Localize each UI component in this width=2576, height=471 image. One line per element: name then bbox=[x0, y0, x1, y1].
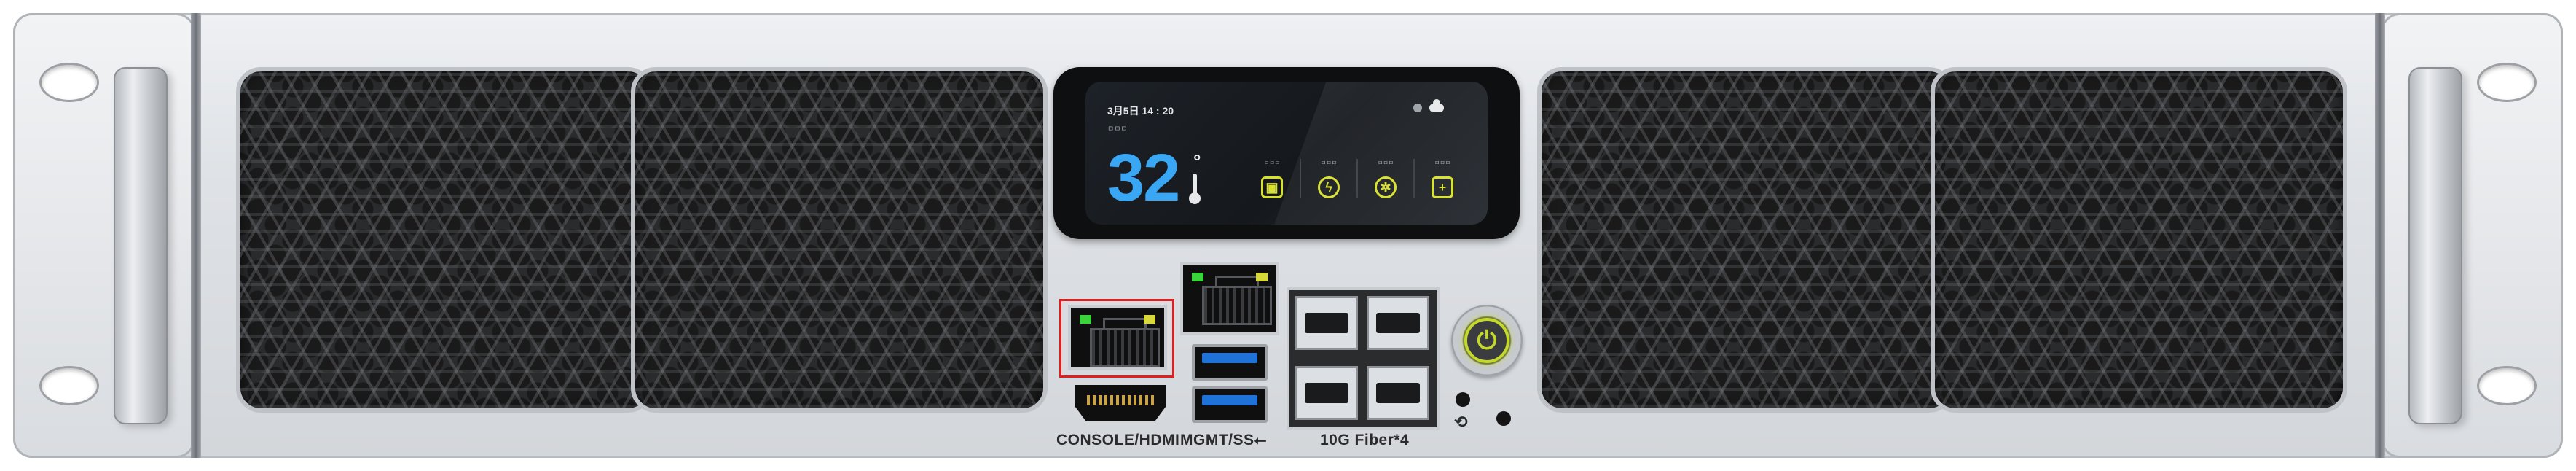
lcd-item-storage[interactable]: ㅁㅁㅁ ▣ bbox=[1244, 159, 1300, 198]
lcd-item-label: ㅁㅁㅁ bbox=[1434, 160, 1451, 166]
fan-grille-3 bbox=[1537, 67, 1954, 413]
mounting-hole-bottom-left bbox=[39, 366, 99, 405]
lcd-status-icons bbox=[1413, 99, 1444, 112]
mgmt-rj45-port[interactable] bbox=[1180, 262, 1279, 335]
mounting-hole-bottom-right bbox=[2477, 366, 2537, 405]
cloud-icon bbox=[1429, 99, 1444, 112]
usb-port-2[interactable] bbox=[1192, 386, 1268, 423]
handle-left[interactable] bbox=[114, 67, 168, 424]
status-pinhole bbox=[1496, 411, 1511, 426]
lcd-screen[interactable]: 3月5日 14 : 20 ㅁㅁㅁ 32 ° ㅁㅁㅁ ▣ ㅁㅁㅁ ϟ ㅁㅁㅁ ✲ bbox=[1085, 82, 1488, 225]
link-led-green bbox=[1080, 315, 1091, 324]
sfp-port-2[interactable] bbox=[1367, 296, 1429, 350]
rj45-contacts bbox=[1202, 286, 1272, 325]
bolt-icon: ϟ bbox=[1318, 176, 1340, 198]
lcd-item-health[interactable]: ㅁㅁㅁ + bbox=[1413, 159, 1470, 198]
rack-ear-seam-left bbox=[191, 13, 201, 458]
activity-led-yellow bbox=[1144, 315, 1155, 324]
lcd-item-fan[interactable]: ㅁㅁㅁ ✲ bbox=[1356, 159, 1413, 198]
fan-icon: ✲ bbox=[1375, 176, 1397, 198]
rack-ear-seam-right bbox=[2375, 13, 2385, 458]
console-rj45-port[interactable] bbox=[1068, 305, 1167, 370]
usb-symbol-icon: ⭠ bbox=[1254, 432, 1267, 448]
lcd-subtitle: ㅁㅁㅁ bbox=[1107, 125, 1128, 133]
console-hdmi-label: CONSOLE/HDMI bbox=[1056, 432, 1180, 448]
thermometer-icon bbox=[1189, 174, 1201, 204]
lcd-time: 3月5日 14 : 20 bbox=[1107, 105, 1174, 117]
lcd-bezel: 3月5日 14 : 20 ㅁㅁㅁ 32 ° ㅁㅁㅁ ▣ ㅁㅁㅁ ϟ ㅁㅁㅁ ✲ bbox=[1053, 67, 1520, 239]
highlight-box bbox=[1059, 299, 1174, 378]
fan-grille-2 bbox=[631, 67, 1048, 413]
settings-dot-icon bbox=[1413, 104, 1422, 112]
health-icon: + bbox=[1432, 176, 1453, 198]
fan-grille-1 bbox=[236, 67, 653, 413]
power-button[interactable]: ⏻ bbox=[1451, 305, 1523, 376]
lcd-item-label: ㅁㅁㅁ bbox=[1320, 160, 1338, 166]
save-icon: ▣ bbox=[1261, 176, 1283, 198]
handle-right[interactable] bbox=[2408, 67, 2462, 424]
lcd-item-power[interactable]: ㅁㅁㅁ ϟ bbox=[1300, 159, 1356, 198]
lcd-temperature: 32 bbox=[1107, 141, 1180, 215]
reset-pinhole[interactable] bbox=[1456, 392, 1470, 407]
mounting-hole-top-right bbox=[2477, 63, 2537, 102]
sfp-port-1[interactable] bbox=[1295, 296, 1358, 350]
power-icon: ⏻ bbox=[1477, 327, 1497, 354]
fiber-label: 10G Fiber*4 bbox=[1320, 432, 1410, 448]
usb-port-1[interactable] bbox=[1192, 344, 1268, 381]
sfp-port-4[interactable] bbox=[1367, 366, 1429, 420]
fan-grille-4 bbox=[1931, 67, 2347, 413]
activity-led-yellow bbox=[1256, 273, 1268, 281]
lcd-item-label: ㅁㅁㅁ bbox=[1263, 160, 1281, 166]
hdmi-port[interactable] bbox=[1075, 385, 1166, 421]
sfp-cage bbox=[1287, 287, 1440, 430]
sfp-port-3[interactable] bbox=[1295, 366, 1358, 420]
power-led-ring bbox=[1464, 318, 1509, 363]
lcd-status-items: ㅁㅁㅁ ▣ ㅁㅁㅁ ϟ ㅁㅁㅁ ✲ ㅁㅁㅁ + bbox=[1244, 159, 1470, 198]
link-led-green bbox=[1192, 273, 1203, 281]
mgmt-label-text: MGMT/SS bbox=[1180, 432, 1254, 448]
rj45-contacts bbox=[1090, 328, 1160, 367]
mounting-hole-top-left bbox=[39, 63, 99, 102]
reset-icon: ⟲ bbox=[1454, 413, 1468, 431]
lcd-temperature-unit: ° bbox=[1193, 150, 1201, 172]
mgmt-usb-label: MGMT/SS⭠ bbox=[1180, 432, 1267, 449]
lcd-item-label: ㅁㅁㅁ bbox=[1377, 160, 1394, 166]
